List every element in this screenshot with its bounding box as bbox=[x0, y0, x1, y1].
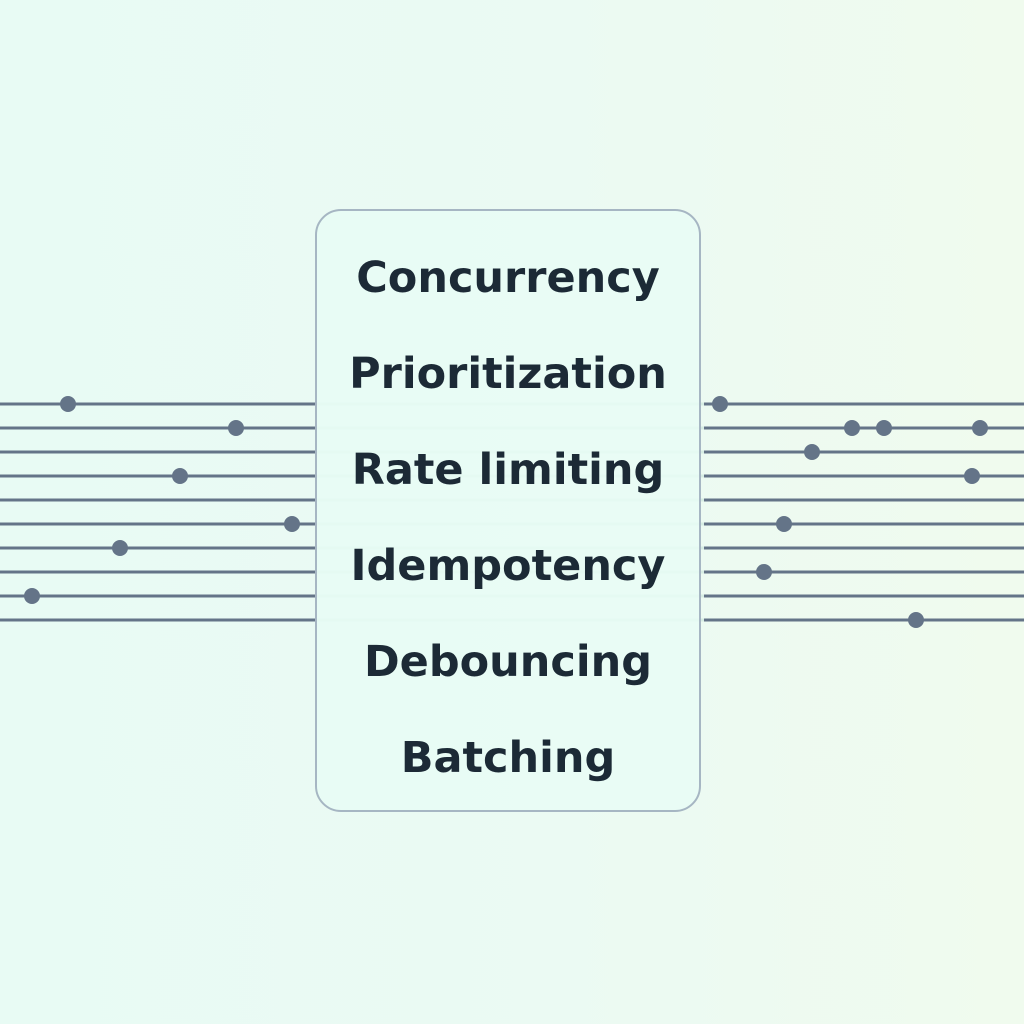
label-rate-limiting: Rate limiting bbox=[351, 445, 665, 495]
incoming-message-dot-3 bbox=[284, 516, 300, 532]
outgoing-message-dot-1 bbox=[844, 420, 860, 436]
incoming-message-dot-1 bbox=[228, 420, 244, 436]
label-concurrency: Concurrency bbox=[356, 253, 660, 303]
outgoing-message-dot-4 bbox=[804, 444, 820, 460]
outgoing-message-dot-8 bbox=[908, 612, 924, 628]
outgoing-message-dot-6 bbox=[776, 516, 792, 532]
label-batching: Batching bbox=[400, 733, 616, 783]
incoming-message-dot-0 bbox=[60, 396, 76, 412]
label-idempotency: Idempotency bbox=[350, 541, 666, 591]
outgoing-message-dot-0 bbox=[712, 396, 728, 412]
incoming-message-dot-2 bbox=[172, 468, 188, 484]
incoming-message-dot-4 bbox=[112, 540, 128, 556]
outgoing-message-dot-3 bbox=[972, 420, 988, 436]
flow-control-panel: Concurrency Prioritization Rate limiting… bbox=[315, 209, 701, 812]
outgoing-message-dot-5 bbox=[964, 468, 980, 484]
label-prioritization: Prioritization bbox=[349, 349, 667, 399]
outgoing-message-dot-2 bbox=[876, 420, 892, 436]
label-debouncing: Debouncing bbox=[363, 637, 653, 687]
incoming-message-dot-5 bbox=[24, 588, 40, 604]
outgoing-message-dot-7 bbox=[756, 564, 772, 580]
